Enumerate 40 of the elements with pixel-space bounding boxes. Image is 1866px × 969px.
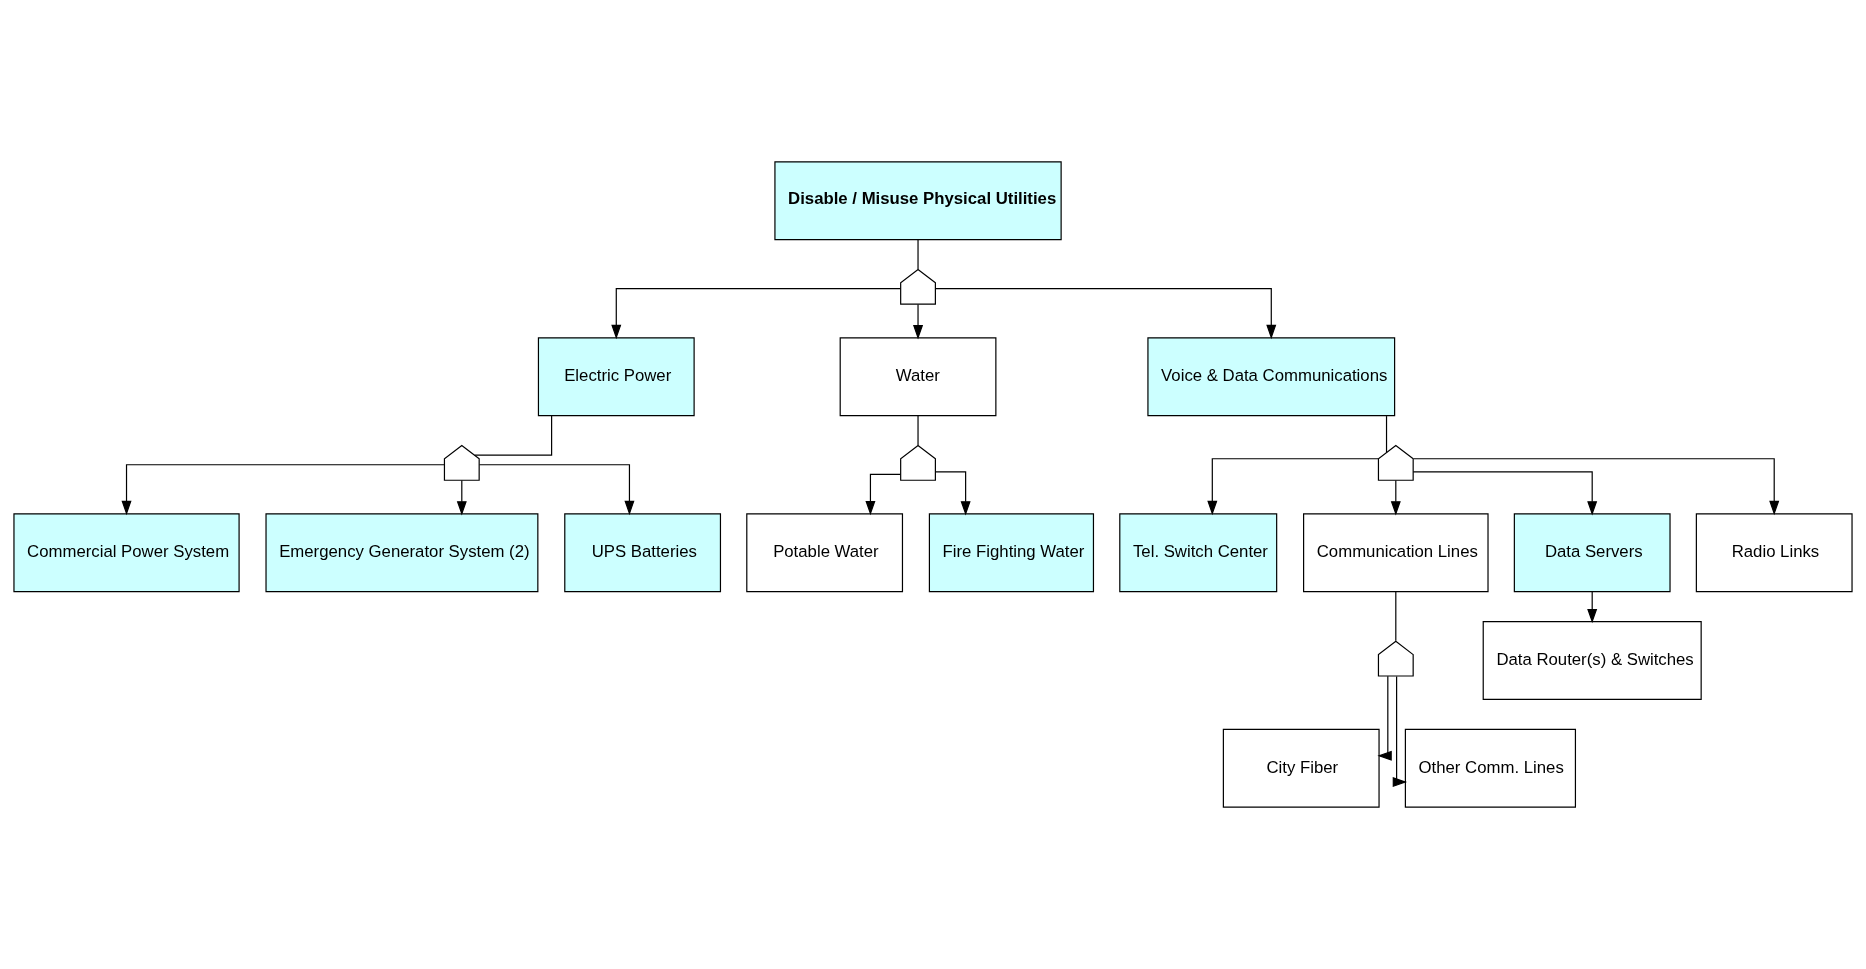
node-gate <box>1377 444 1414 481</box>
connector <box>1395 591 1397 642</box>
arrow <box>934 288 1277 340</box>
connector <box>917 415 919 446</box>
node-box: Commercial Power System <box>13 513 240 593</box>
arrow <box>121 464 445 516</box>
arrow <box>913 303 924 340</box>
arrow <box>1207 458 1379 516</box>
connector <box>917 239 919 270</box>
node-box: Other Comm. Lines <box>1404 728 1577 808</box>
node-box: Fire Fighting Water <box>928 513 1095 593</box>
arrow <box>935 471 971 516</box>
node-gate <box>1377 640 1414 677</box>
node-box: Potable Water <box>746 513 904 593</box>
arrow <box>1392 675 1408 788</box>
node-gate <box>900 444 936 481</box>
arrow <box>456 479 467 516</box>
node-box: Tel. Switch Center <box>1119 513 1278 593</box>
connector <box>474 415 553 456</box>
arrow <box>1412 458 1780 516</box>
node-box: Voice & Data Communications <box>1147 337 1396 417</box>
node-box: Water <box>839 337 997 417</box>
node-box: UPS Batteries <box>564 513 722 593</box>
arrow <box>478 464 635 516</box>
node-box: Disable / Misuse Physical Utilities <box>774 161 1062 241</box>
node-box: Radio Links <box>1695 513 1853 593</box>
arrow <box>611 288 902 340</box>
node-box: Electric Power <box>537 337 695 417</box>
connector <box>1385 415 1388 454</box>
node-gate <box>443 444 480 481</box>
node-box: Data Router(s) & Switches <box>1482 621 1702 701</box>
arrow <box>1377 675 1392 761</box>
node-box: Communication Lines <box>1303 513 1489 593</box>
arrow <box>1390 479 1401 516</box>
node-box: Data Servers <box>1513 513 1671 593</box>
node-gate <box>900 268 936 305</box>
arrow <box>1412 471 1598 516</box>
arrow <box>865 473 901 516</box>
node-box: Emergency Generator System (2) <box>265 513 539 593</box>
node-box: City Fiber <box>1222 728 1380 808</box>
